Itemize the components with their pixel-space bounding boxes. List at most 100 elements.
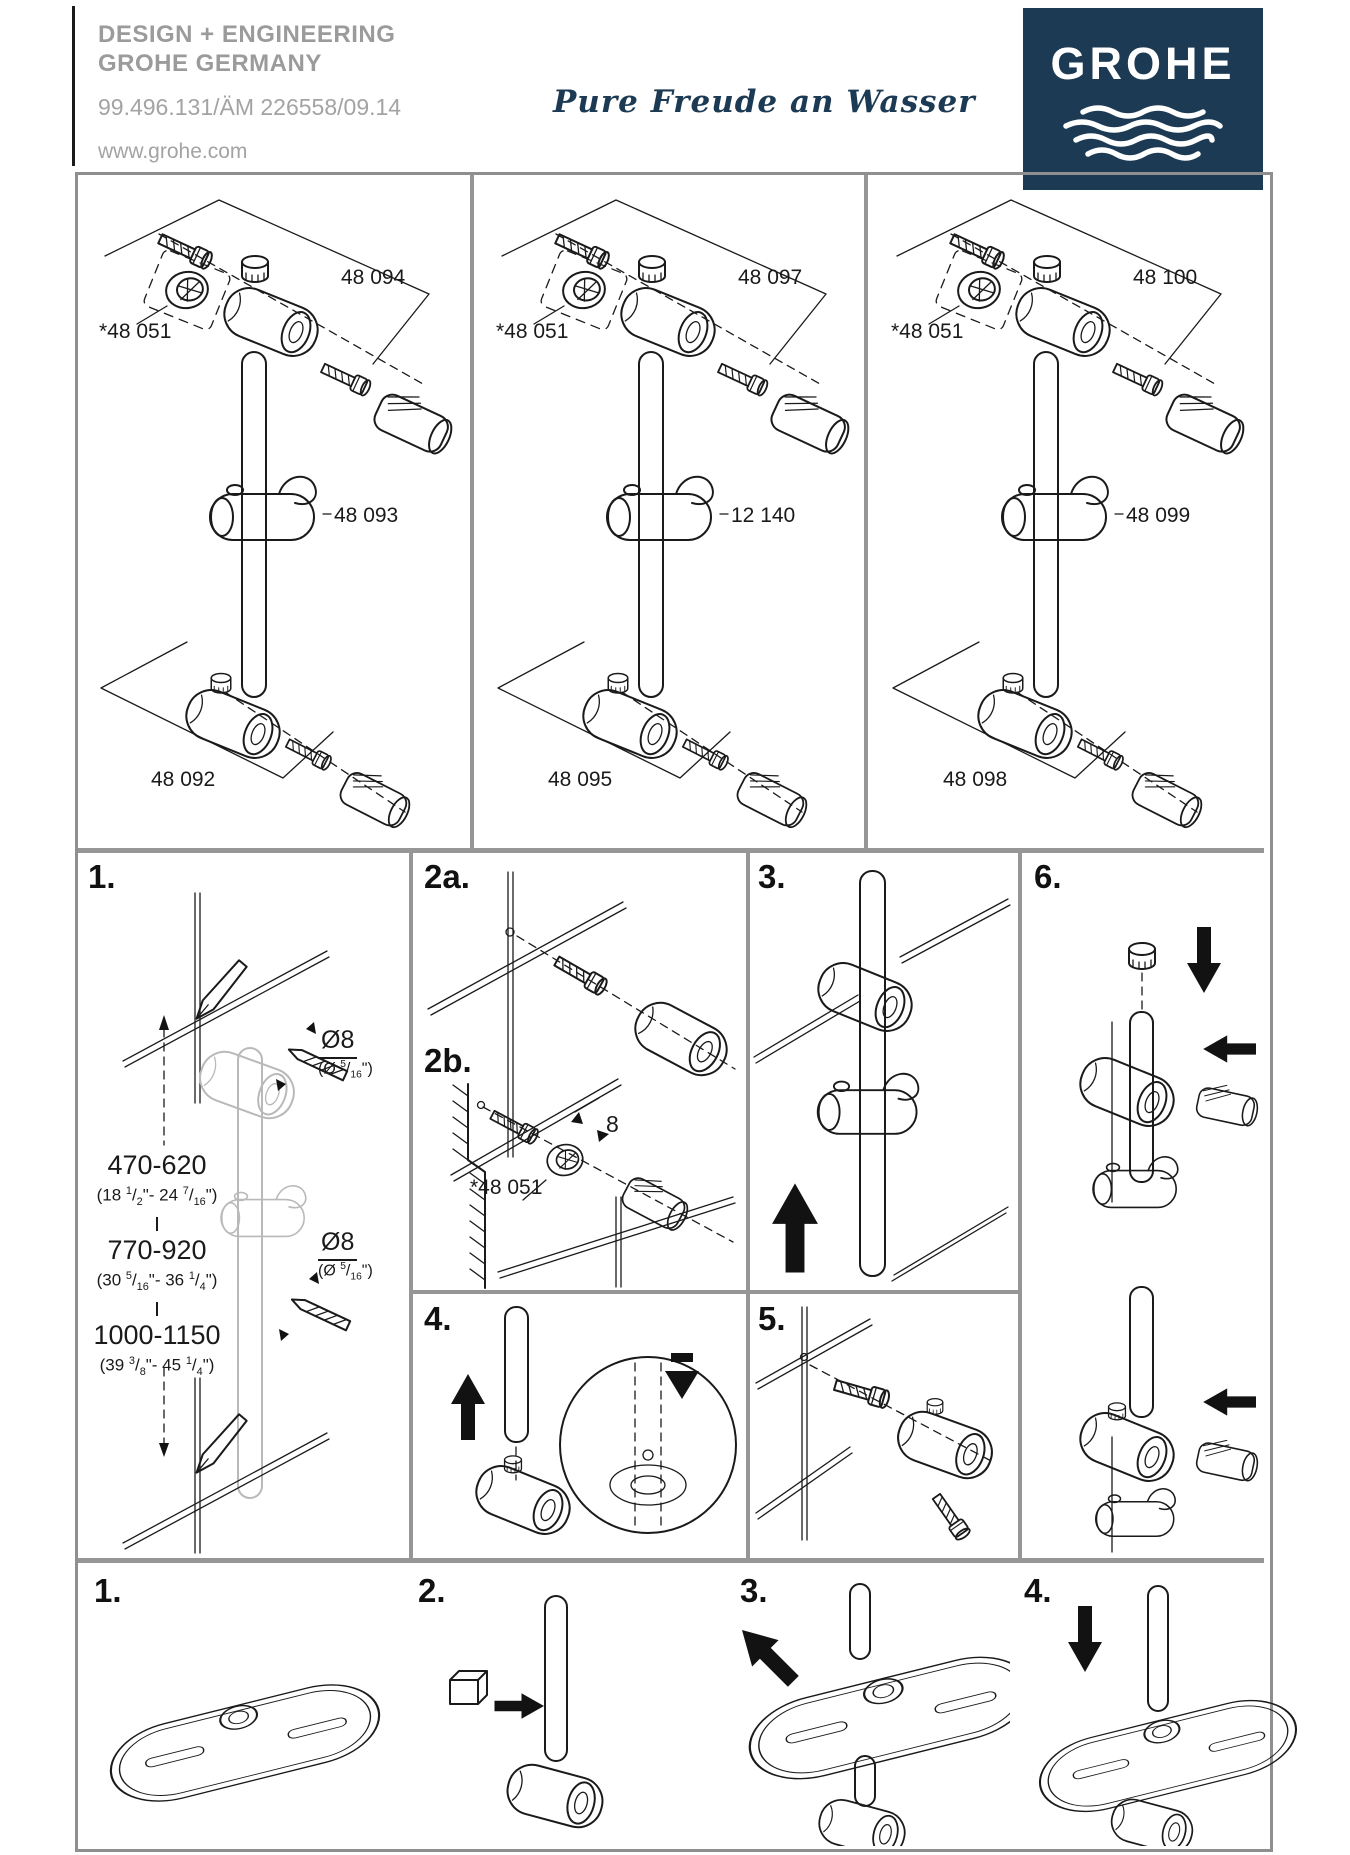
shower-rail (1033, 351, 1059, 698)
cap-icon (638, 255, 666, 283)
range-mm: 1000-1150 (93, 1320, 221, 1351)
screw-icon (318, 359, 374, 398)
wall-bracket-icon (1008, 279, 1118, 365)
detail-magnifier (559, 1356, 737, 1534)
left-arrow-icon (1203, 1035, 1256, 1063)
shelf-step-label-1: 1. (94, 1572, 122, 1609)
shelf-step3-illustration (728, 1583, 1010, 1846)
grohe-logo: GROHE (1023, 8, 1263, 190)
wall-plug-icon (766, 382, 858, 459)
divider (78, 1558, 1264, 1563)
drill-dia-bottom: Ø8 (Ø 5/16") (318, 1228, 408, 1283)
shower-rail (1129, 1286, 1154, 1418)
step-label-4: 4. (424, 1300, 452, 1337)
tick-mark (156, 1217, 158, 1232)
divider (746, 853, 750, 1558)
part-number: 48 093 (334, 504, 398, 527)
step4-illustration (451, 1306, 737, 1543)
screw-icon (947, 229, 1008, 272)
right-arrow-icon (494, 1693, 544, 1719)
handset-holder-icon (816, 1072, 920, 1135)
handset-holder-icon (606, 475, 714, 541)
screw-icon (1110, 359, 1166, 398)
divider (78, 848, 1264, 853)
handset-holder-icon (1095, 1488, 1176, 1537)
tick-mark (156, 1302, 158, 1317)
wall-bracket-icon (613, 279, 723, 365)
part-number: *48 051 (891, 320, 963, 343)
step-label-5: 5. (758, 1300, 786, 1337)
step3-illustration (753, 870, 1011, 1282)
shelf-step4-illustration (1030, 1585, 1306, 1846)
divider (750, 1290, 1018, 1294)
shower-rail (849, 1583, 871, 1660)
drill-diameter-inch: (Ø 5/16") (318, 1059, 373, 1081)
shelf-step-label-3: 3. (740, 1572, 768, 1609)
parts-diagram-48094: 48 094 *48 051 48 093 48 092 (99, 199, 461, 833)
shower-rail (241, 351, 267, 698)
brand-slogan: Pure Freude an Wasser (553, 84, 976, 120)
part-number: 48 099 (1126, 504, 1190, 527)
wall-plug-icon (1161, 382, 1253, 459)
divider (1018, 853, 1022, 1558)
step1-measurements: 470-620 (18 1/2"- 24 7/16") 770-920 (30 … (72, 1150, 242, 1383)
part-number: 48 094 (341, 266, 406, 289)
wall-bracket-icon (890, 1404, 1000, 1486)
design-line: DESIGN + ENGINEERING (98, 21, 396, 48)
handset-holder-icon (1001, 475, 1109, 541)
divider (409, 853, 413, 1558)
wall-bracket-icon (1072, 1049, 1182, 1135)
shelf-step-label-4: 4. (1024, 1572, 1052, 1609)
shelf-step1-illustration (101, 1671, 385, 1815)
step5-illustration (755, 1306, 1000, 1543)
range-inch: (39 3/8"- 45 1/4") (99, 1355, 215, 1379)
part-number: *48 051 (99, 320, 171, 343)
wall-plug-icon (369, 382, 461, 459)
handset-holder-icon (501, 1758, 609, 1834)
step-label-2a: 2a. (424, 858, 470, 895)
part-number: 48 098 (943, 768, 1007, 791)
wall-bracket-icon (810, 954, 920, 1040)
shower-rail (1147, 1585, 1169, 1712)
parts-diagram-48100: 48 100 *48 051 48 099 48 098 (891, 199, 1253, 833)
wall-bracket-icon (625, 993, 737, 1085)
soap-dish-icon (101, 1671, 385, 1815)
part-number: 48 095 (548, 768, 612, 791)
divider (864, 175, 868, 848)
wall-plug-icon (1194, 1079, 1262, 1129)
handset-holder-icon (1092, 1155, 1179, 1209)
part-number: *48 051 (496, 320, 568, 343)
step-label-2b: 2b. (424, 1042, 472, 1079)
drill-diameter-inch: (Ø 5/16") (318, 1261, 373, 1283)
range-inch: (30 5/16"- 36 1/4") (96, 1270, 218, 1294)
screw-icon (487, 1106, 541, 1147)
part-number: 12 140 (731, 504, 795, 527)
wall-bracket-icon (468, 1457, 578, 1543)
up-arrow-icon (451, 1374, 485, 1440)
shower-rail (544, 1595, 568, 1762)
shower-rail (859, 870, 886, 1277)
part-number: 48 097 (738, 266, 802, 289)
range-mm: 470-620 (107, 1150, 207, 1180)
soap-dish-icon (1030, 1687, 1306, 1825)
drill-bit-icon (288, 1294, 352, 1332)
handset-holder-icon (209, 475, 317, 541)
up-left-arrow-icon (728, 1616, 807, 1695)
website-link[interactable]: www.grohe.com (98, 140, 248, 163)
wall-plug-icon (1194, 1434, 1262, 1484)
range-mm: 770-920 (107, 1235, 207, 1266)
left-arrow-icon (1203, 1388, 1256, 1416)
grohe-logo-text: GROHE (1050, 38, 1236, 89)
depth-dimension: 8 (606, 1111, 619, 1137)
screw-icon (155, 229, 216, 272)
up-arrow-icon (772, 1183, 818, 1273)
parts-diagram-48097: 48 097 *48 051 12 140 48 095 (496, 199, 858, 833)
content-frame (75, 172, 1273, 1852)
wall-bracket-icon (1072, 1404, 1182, 1490)
step1-illustration (122, 892, 352, 1554)
shelf-step2-illustration (449, 1595, 609, 1834)
divider (413, 1290, 746, 1294)
wall-plug-icon (335, 761, 419, 833)
step-label-1: 1. (88, 858, 116, 895)
